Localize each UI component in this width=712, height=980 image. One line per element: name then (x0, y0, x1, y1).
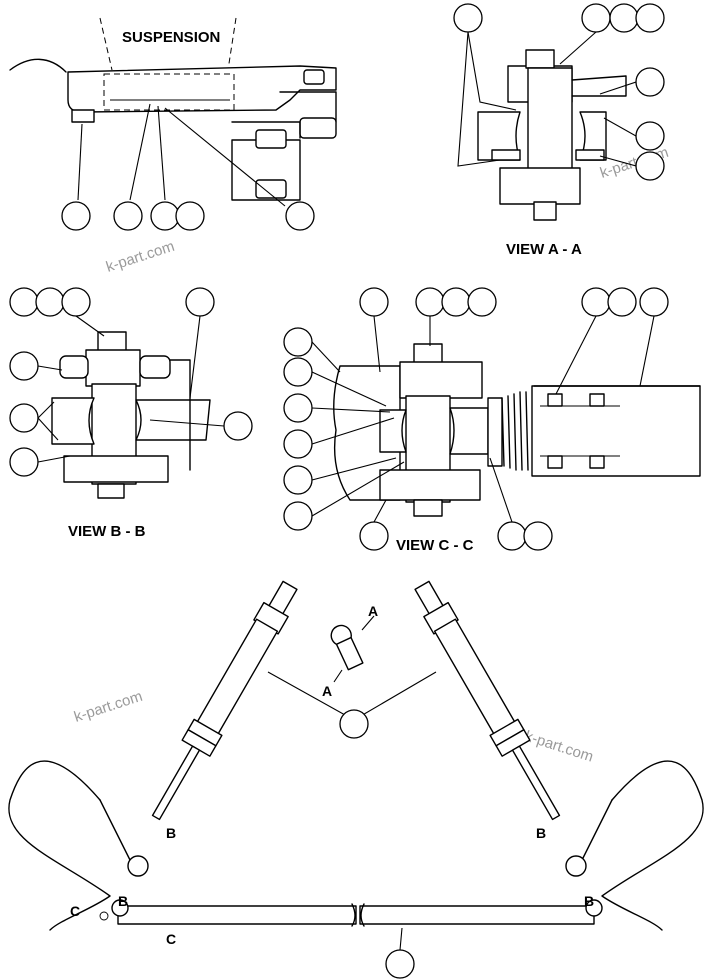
watermark-4: k-part.com (523, 728, 596, 766)
section-b-right-upper: B (536, 825, 546, 841)
view-c-caption: VIEW C - C (396, 537, 474, 554)
section-c-left: C (70, 903, 80, 919)
view-a-caption: VIEW A - A (506, 241, 582, 258)
view-c-c: VIEW C - C (283, 287, 701, 554)
view-b-b: VIEW B - B (9, 287, 253, 540)
section-b-right-lower: B (584, 893, 594, 909)
suspension-bracket: SUSPENSION (9, 17, 337, 231)
section-c-bottom: C (166, 931, 176, 947)
watermark-3: k-part.com (72, 688, 145, 726)
main-assembly: A A B B B B C C (8, 580, 704, 979)
section-b-left-upper: B (166, 825, 176, 841)
suspension-label: SUSPENSION (122, 29, 220, 46)
watermark-1: k-part.com (104, 238, 177, 276)
view-b-caption: VIEW B - B (68, 523, 146, 540)
section-a-top: A (368, 603, 378, 619)
section-b-left-lower: B (118, 893, 128, 909)
view-a-a: VIEW A - A (453, 3, 665, 258)
section-a-bottom: A (322, 683, 332, 699)
